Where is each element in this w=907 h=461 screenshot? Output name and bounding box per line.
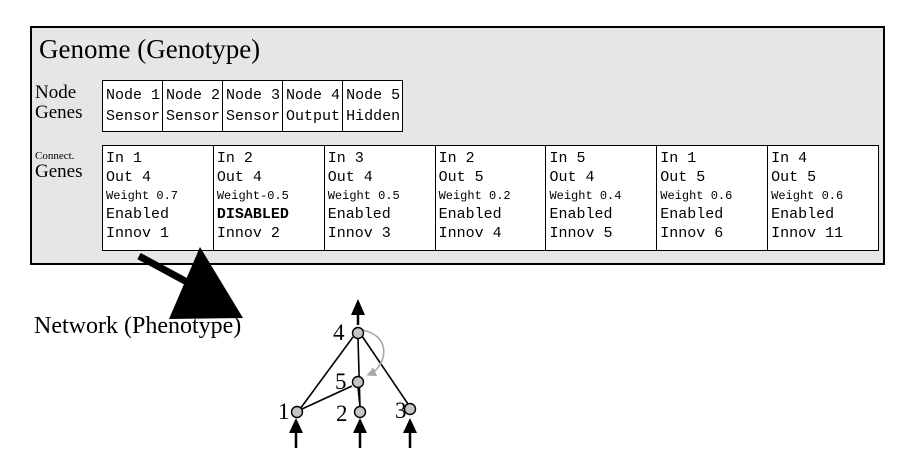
node-gene-type: Sensor [166, 108, 221, 125]
connection-out: Out 4 [106, 169, 152, 186]
node-3 [403, 402, 417, 416]
node-gene-name: Node 5 [346, 87, 401, 104]
node-gene-name: Node 3 [226, 87, 281, 104]
connection-genes-table: In 1 Out 4 Weight 0.7 Enabled Innov 1 In… [102, 145, 879, 251]
connection-status: Enabled [549, 206, 613, 223]
input-arrowhead-1 [289, 418, 303, 433]
node-gene-type: Hidden [346, 108, 401, 125]
connection-in: In 5 [549, 150, 586, 167]
connection-innov: Innov 4 [438, 225, 502, 242]
node-label-1: 1 [278, 399, 290, 424]
connection-gene: In 1 Out 5 Weight 0.6 Enabled Innov 6 [657, 146, 769, 250]
node-genes-label-line2: Genes [35, 102, 83, 123]
edge-1-5 [301, 385, 353, 410]
node-genes-label: Node Genes [35, 83, 82, 123]
node-gene: Node 1 Sensor [103, 81, 164, 131]
genotype-to-phenotype-arrow [137, 247, 243, 319]
genome-panel: Genome (Genotype) Node Genes Node 1 Sens… [30, 26, 885, 265]
connection-gene: In 2 Out 5 Weight 0.2 Enabled Innov 4 [436, 146, 547, 250]
connection-weight: Weight 0.2 [438, 189, 511, 203]
connection-out: Out 4 [549, 169, 595, 186]
connection-genes-label: Connect. Genes [35, 150, 82, 182]
node-gene-name: Node 4 [286, 87, 341, 104]
connection-weight: Weight 0.4 [549, 189, 622, 203]
connection-innov: Innov 3 [327, 225, 391, 242]
input-arrowhead-2 [353, 418, 367, 433]
connection-in: In 2 [438, 150, 475, 167]
node-gene: Node 5 Hidden [343, 81, 402, 131]
connection-weight: Weight 0.5 [327, 189, 400, 203]
connections [299, 335, 409, 410]
node-genes-label-line1: Node [35, 82, 77, 103]
connection-weight: Weight 0.7 [106, 189, 179, 203]
connection-status: Enabled [438, 206, 502, 223]
node-gene-type: Output [286, 108, 341, 125]
input-arrowhead-3 [403, 418, 417, 433]
node-2 [353, 405, 367, 419]
node-label-4: 4 [333, 320, 345, 345]
connection-in: In 1 [660, 150, 697, 167]
edge-2-5 [357, 386, 361, 408]
node-4 [351, 326, 365, 340]
node-gene-name: Node 1 [106, 87, 161, 104]
connection-innov: Innov 6 [660, 225, 724, 242]
input-arrows [289, 418, 417, 448]
recurrent-edge-4-5 [362, 329, 385, 377]
connection-genes-label-line2: Genes [35, 161, 83, 182]
edge-2-4-disabled [357, 337, 361, 408]
node-gene: Node 4 Output [283, 81, 344, 131]
connection-in: In 4 [771, 150, 808, 167]
node-gene-type: Sensor [106, 108, 161, 125]
connection-out: Out 4 [216, 169, 262, 186]
connection-gene: In 5 Out 4 Weight 0.4 Enabled Innov 5 [546, 146, 658, 250]
node-label-5: 5 [335, 369, 347, 394]
connection-innov: Innov 11 [771, 225, 844, 242]
node-genes-table: Node 1 Sensor Node 2 Sensor Node 3 Senso… [102, 80, 404, 132]
connection-gene: In 2 Out 4 Weight-0.5 DISABLED Innov 2 [214, 146, 325, 250]
connection-in: In 2 [216, 150, 253, 167]
connection-status: Enabled [771, 206, 835, 223]
connection-status: Enabled [327, 206, 391, 223]
connection-status: Enabled [106, 206, 170, 223]
connection-in: In 1 [106, 150, 143, 167]
edge-3-4 [361, 335, 409, 405]
genome-title: Genome (Genotype) [39, 34, 261, 64]
node-gene-type: Sensor [226, 108, 281, 125]
connection-status: Enabled [660, 206, 724, 223]
node-label-2: 2 [336, 401, 348, 426]
node-gene: Node 3 Sensor [223, 81, 284, 131]
connection-weight: Weight 0.6 [660, 189, 733, 203]
node-gene: Node 2 Sensor [163, 81, 224, 131]
output-arrowhead [351, 299, 365, 315]
connection-gene: In 4 Out 5 Weight 0.6 Enabled Innov 11 [768, 146, 878, 250]
nodes [290, 326, 417, 419]
connection-weight: Weight 0.6 [771, 189, 844, 203]
connection-in: In 3 [327, 150, 364, 167]
connection-weight: Weight-0.5 [216, 189, 289, 203]
connection-out: Out 4 [327, 169, 373, 186]
connection-gene: In 1 Out 4 Weight 0.7 Enabled Innov 1 [103, 146, 214, 250]
connection-out: Out 5 [660, 169, 706, 186]
connection-innov: Innov 5 [549, 225, 613, 242]
connection-genes-label-line1: Connect. [35, 150, 75, 162]
edge-1-4 [299, 336, 354, 410]
connection-out: Out 5 [771, 169, 817, 186]
connection-innov: Innov 1 [106, 225, 170, 242]
connection-out: Out 5 [438, 169, 484, 186]
node-1 [290, 405, 304, 419]
node-gene-name: Node 2 [166, 87, 221, 104]
connection-innov: Innov 2 [216, 225, 280, 242]
node-label-3: 3 [395, 398, 407, 423]
node-5 [351, 375, 365, 389]
connection-status: DISABLED [216, 206, 289, 223]
connection-gene: In 3 Out 4 Weight 0.5 Enabled Innov 3 [325, 146, 436, 250]
